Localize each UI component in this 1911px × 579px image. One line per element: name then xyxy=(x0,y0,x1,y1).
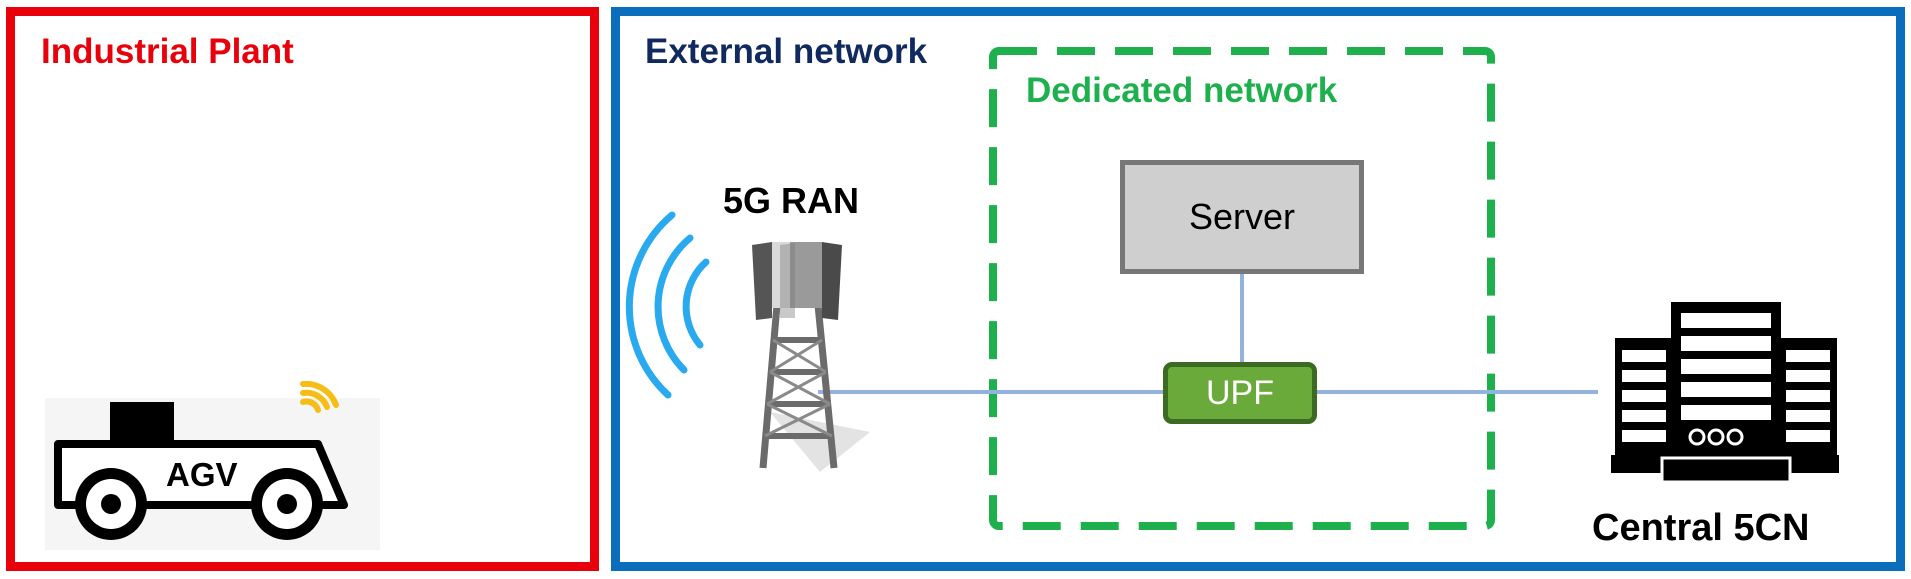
server-node: Server xyxy=(1120,160,1364,274)
antenna-tower-icon xyxy=(752,242,870,472)
upf-label: UPF xyxy=(1206,373,1274,412)
dedicated-network-label: Dedicated network xyxy=(1026,71,1338,110)
central-5cn-label: Central 5CN xyxy=(1592,507,1810,549)
car-icon xyxy=(45,398,380,550)
signal-waves-icon xyxy=(625,211,710,399)
upf-node: UPF xyxy=(1163,362,1317,424)
industrial-plant-region xyxy=(6,7,599,571)
industrial-plant-label: Industrial Plant xyxy=(41,32,294,71)
ran-label: 5G RAN xyxy=(723,180,860,221)
server-label: Server xyxy=(1188,196,1296,237)
external-network-label: External network xyxy=(645,32,928,71)
wifi-icon xyxy=(300,380,339,413)
dedicated-network-region xyxy=(989,47,1495,530)
agv-label: AGV xyxy=(166,456,238,493)
external-network-region xyxy=(611,7,1905,571)
server-rack-icon xyxy=(1611,302,1839,484)
